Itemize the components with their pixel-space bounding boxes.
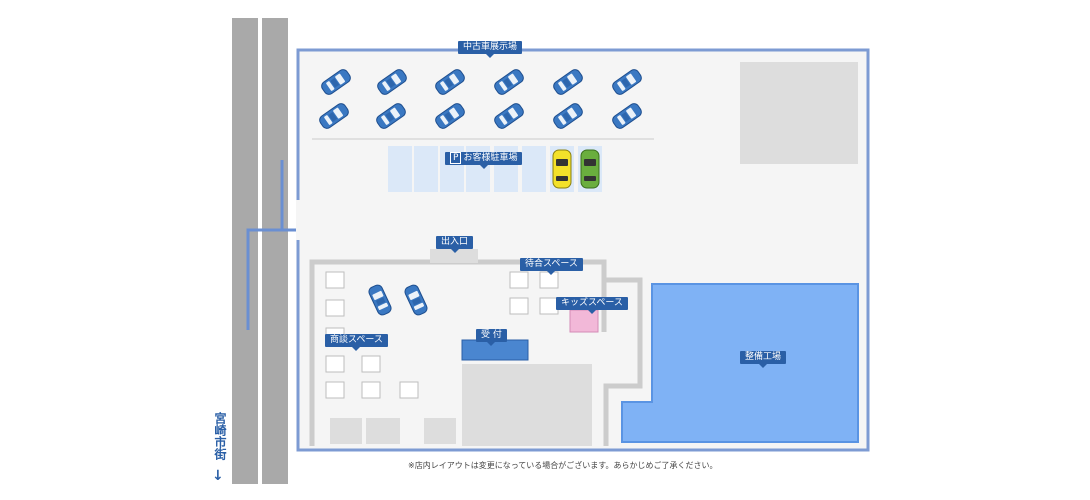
interior-block — [462, 364, 592, 446]
label-customer-parking-text: お客様駐車場 — [463, 153, 518, 163]
street-direction-icon: ↓ — [212, 468, 224, 484]
layout-note: ※店内レイアウトは変更になっている場合がございます。あらかじめご了承ください。 — [408, 461, 718, 470]
label-kids-space: キッズスペース — [556, 297, 628, 314]
label-service-shop: 整備工場 — [740, 351, 787, 368]
label-waiting-space: 待合スペース — [520, 258, 583, 275]
label-entrance: 出入口 — [436, 236, 474, 253]
parked-car-green — [580, 149, 600, 189]
label-used-car-display: 中古車展示場 — [458, 41, 523, 58]
interior-block — [424, 418, 456, 444]
kids-space-area — [569, 309, 599, 333]
street-name: 宮崎市街 — [213, 412, 227, 460]
tables — [325, 271, 559, 399]
road — [232, 18, 321, 484]
interior-block — [330, 418, 362, 444]
top-right-building — [740, 62, 858, 164]
parking-p-icon: P — [450, 152, 462, 164]
label-reception: 受 付 — [476, 329, 507, 346]
label-business-space: 商談スペース — [325, 334, 388, 351]
parked-car-yellow — [552, 149, 572, 189]
interior-block — [366, 418, 400, 444]
